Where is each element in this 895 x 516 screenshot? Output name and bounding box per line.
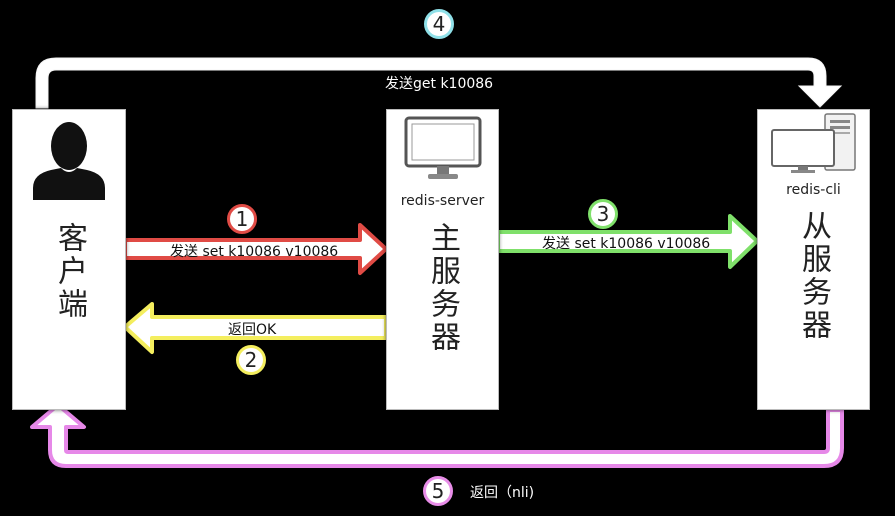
client-node: 客户端	[12, 109, 126, 410]
flow-3-label: 发送 set k10086 v10086	[542, 236, 711, 252]
slave-node: redis-cli 从服务器	[757, 109, 870, 410]
flow-3-arrow	[496, 214, 759, 269]
master-node: redis-server 主服务器	[386, 109, 499, 410]
step-4-badge: 4	[424, 9, 454, 39]
step-5-badge: 5	[423, 476, 453, 506]
flow-4-label: 发送get k10086	[385, 76, 494, 92]
step-2-badge: 2	[236, 345, 266, 375]
flow-4-arrow	[35, 57, 843, 109]
master-caption: redis-server	[400, 193, 485, 209]
slave-title: 从服务器	[796, 210, 831, 342]
flow-1-label: 发送 set k10086 v10086	[170, 244, 339, 260]
flow-2-label: 返回OK	[228, 322, 277, 338]
step-1-badge: 1	[227, 204, 257, 234]
slave-caption: redis-cli	[786, 182, 841, 198]
flow-1-arrow	[123, 223, 388, 275]
user-icon	[33, 122, 105, 200]
flow-2-arrow	[123, 302, 388, 354]
monitor-icon	[404, 116, 482, 179]
client-title: 客户端	[52, 222, 87, 321]
flow-5-arrow	[30, 403, 844, 468]
desktop-computer-icon	[771, 113, 856, 173]
flow-5-label: 返回（nli)	[470, 485, 535, 501]
step-3-badge: 3	[588, 199, 618, 229]
master-title: 主服务器	[425, 222, 460, 354]
